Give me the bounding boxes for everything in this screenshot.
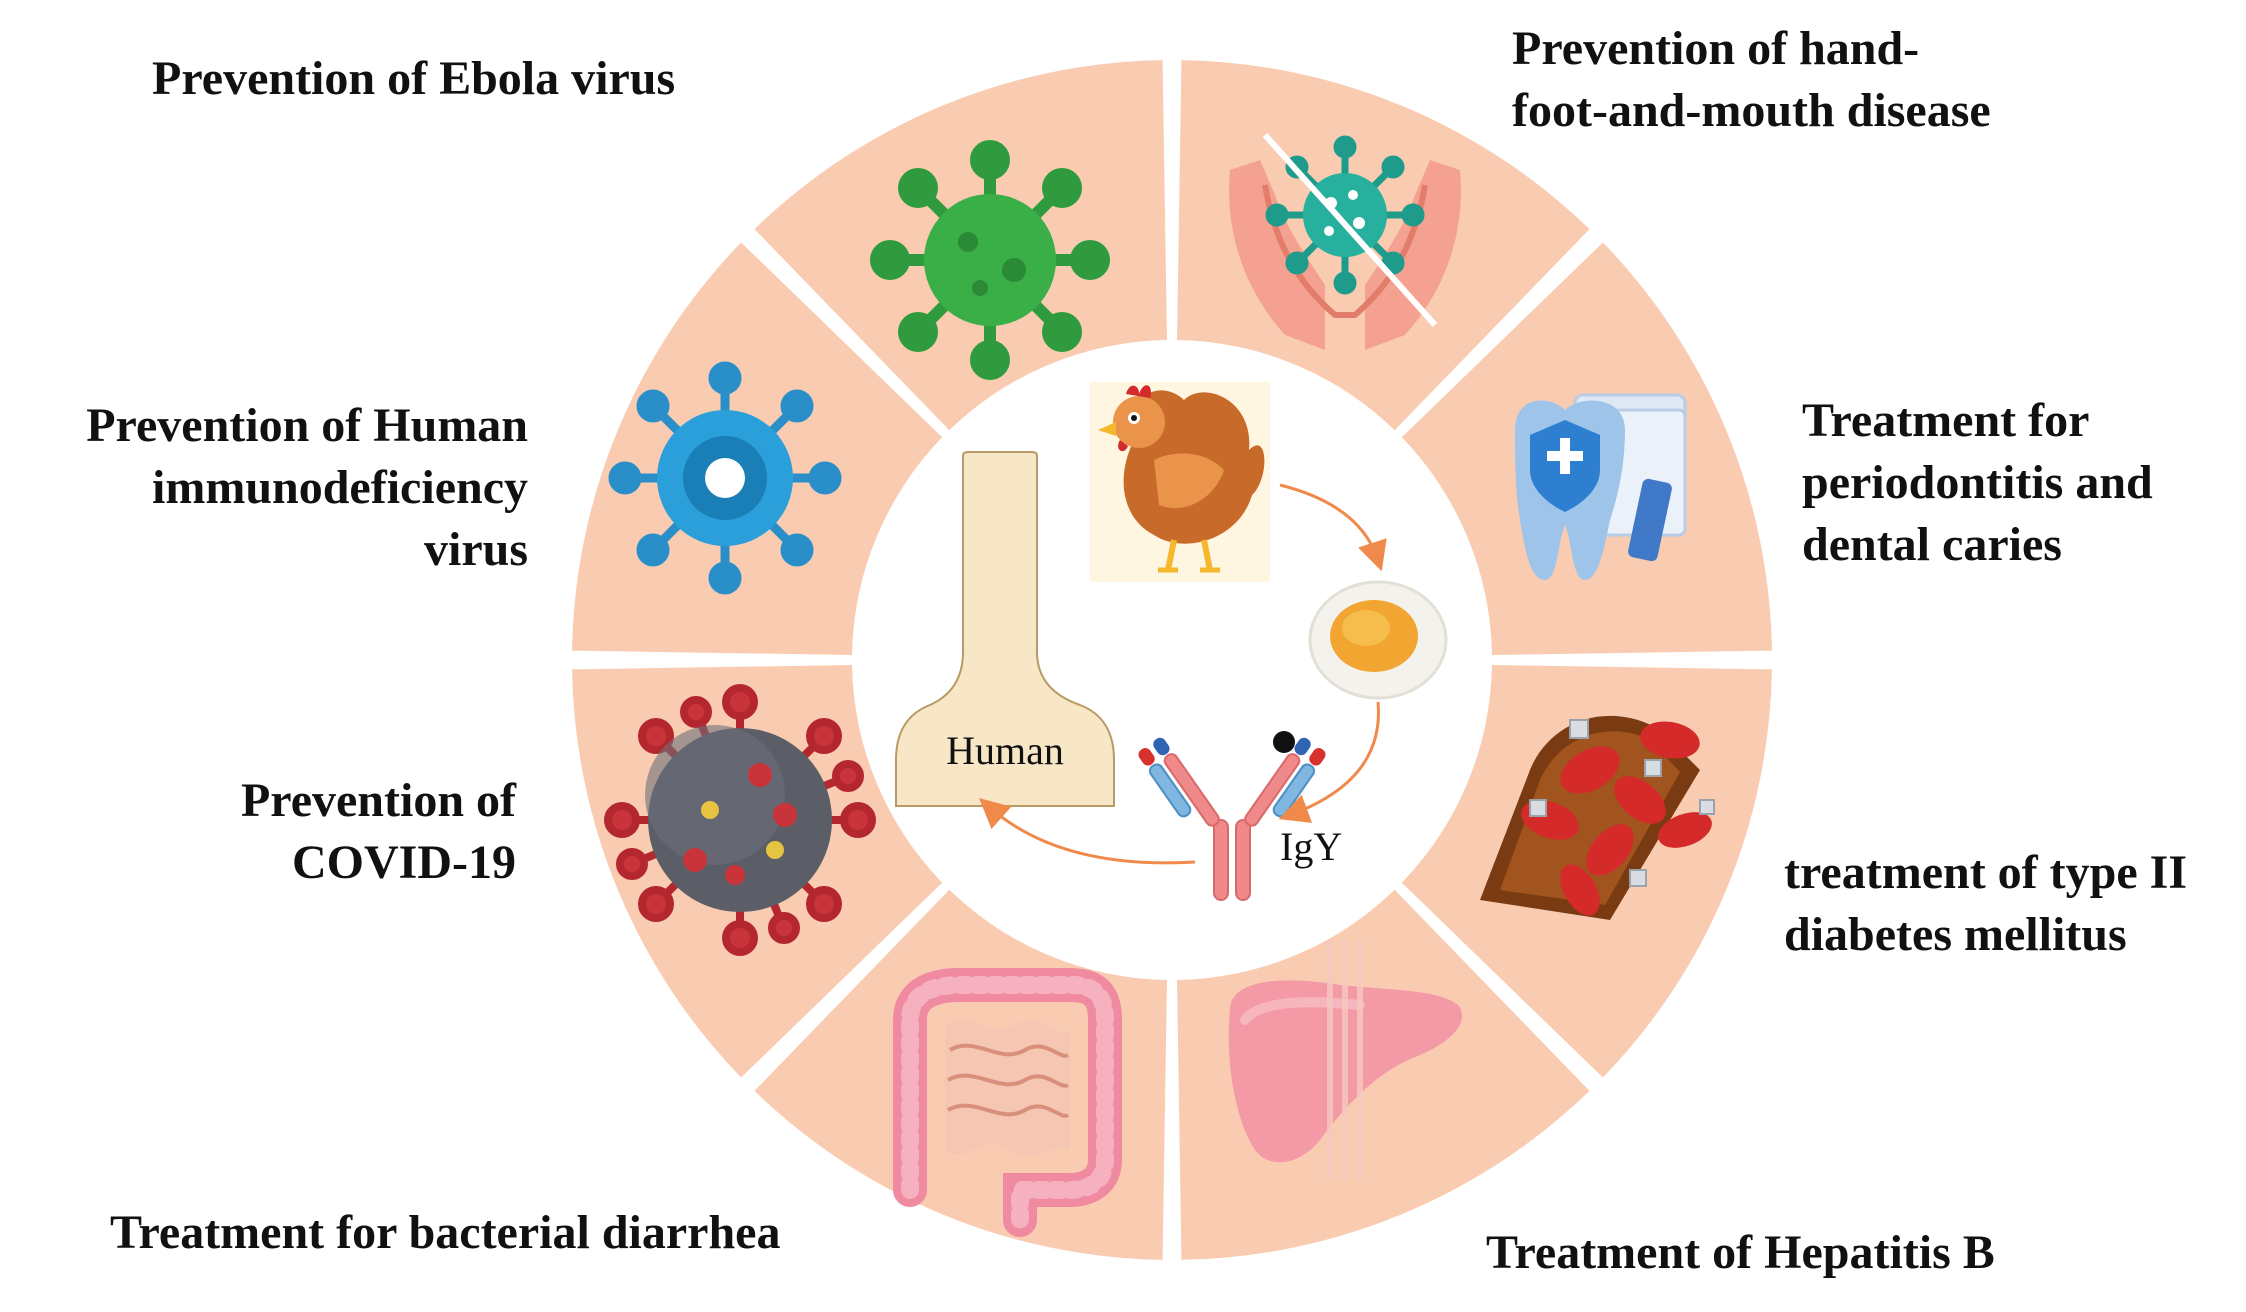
coronavirus-icon: [604, 684, 876, 956]
arrow-chicken-to-egg: [1279, 483, 1387, 572]
label-dental: Treatment for periodontitis and dental c…: [1802, 394, 2153, 571]
label-ebola: Prevention of Ebola virus: [152, 52, 676, 105]
hand-virus-icon: [1229, 132, 1461, 350]
hiv-virus-icon: [608, 361, 842, 595]
label-covid: Prevention of COVID-19: [240, 774, 516, 889]
label-hfmd: Prevention of hand- foot-and-mouth disea…: [1512, 22, 1991, 137]
label-hepatitis: Treatment of Hepatitis B: [1486, 1226, 1995, 1279]
liver-icon: [1228, 940, 1463, 1180]
tooth-icon: [1515, 393, 1687, 580]
flow-arrows: [979, 483, 1387, 865]
label-hiv: Prevention of Human immunodeficiency vir…: [86, 399, 528, 576]
human-label: Human: [946, 728, 1064, 773]
igy-label: IgY: [1280, 824, 1343, 869]
egg-yolk-icon: [1308, 580, 1448, 700]
intestine-icon: [893, 968, 1122, 1237]
chicken-icon: [1090, 382, 1270, 582]
blood-vessel-icon: [1480, 715, 1715, 920]
arrow-igy-to-human: [979, 798, 1196, 865]
arrow-egg-to-igy: [1278, 701, 1380, 823]
human-silhouette-icon: [895, 451, 1115, 807]
label-diarrhea: Treatment for bacterial diarrhea: [110, 1206, 781, 1259]
ebola-virus-icon: [870, 140, 1110, 380]
label-diabetes: treatment of type II diabetes mellitus: [1784, 846, 2188, 961]
